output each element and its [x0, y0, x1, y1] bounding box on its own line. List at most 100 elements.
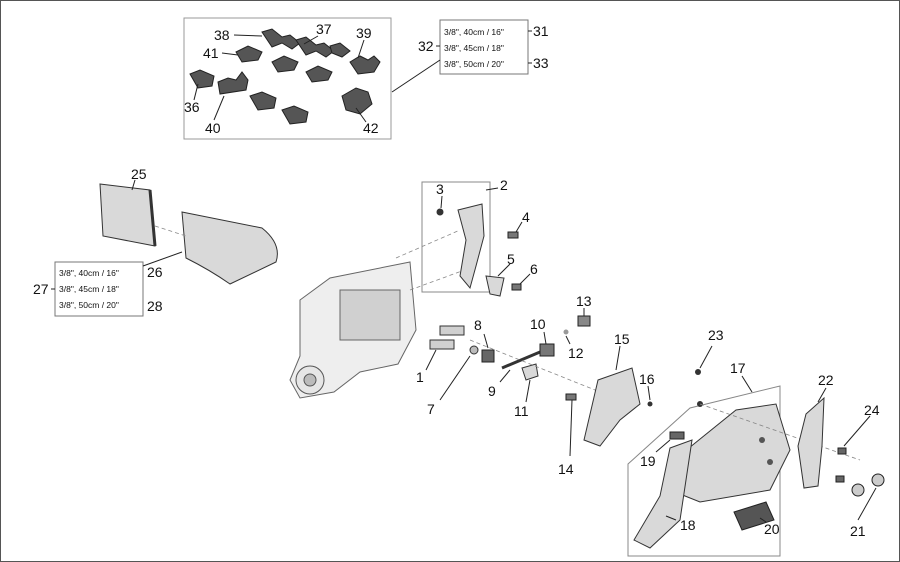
leader-5 — [497, 263, 511, 277]
label-18: 18 — [680, 517, 696, 533]
chain-link-41b — [271, 55, 299, 73]
label-16: 16 — [639, 371, 655, 387]
guide-plate-15 — [583, 367, 641, 447]
nut-21b — [871, 473, 885, 487]
label-37: 37 — [316, 21, 332, 37]
label-20: 20 — [764, 521, 780, 537]
label-2: 2 — [500, 177, 508, 193]
label-15: 15 — [614, 331, 630, 347]
label-14: 14 — [558, 461, 574, 477]
leader-40 — [213, 95, 225, 121]
leader-37 — [303, 35, 319, 45]
label-3: 3 — [436, 181, 444, 197]
leader-42 — [355, 107, 367, 123]
label-9: 9 — [488, 383, 496, 399]
bar-cover-edge — [148, 189, 157, 247]
leader-10 — [543, 331, 547, 345]
leader-6 — [519, 273, 531, 285]
bar-spec-frame — [54, 261, 144, 317]
tensioner-group: 3 2 4 5 6 1 7 8 9 10 11 12 — [416, 177, 601, 477]
leader-23 — [699, 345, 713, 369]
body-hub — [303, 373, 317, 387]
label-7: 7 — [427, 401, 435, 417]
label-17: 17 — [730, 360, 746, 376]
chain-link-37c — [329, 42, 351, 58]
dash-body-2 — [409, 267, 471, 291]
chain-row-upper — [235, 28, 381, 83]
sprocket-cover-group: 17 18 19 20 23 — [627, 327, 861, 557]
chainsaw-body — [289, 229, 471, 399]
chain-link-lower-c — [281, 105, 309, 125]
dash-cover — [699, 403, 861, 461]
chain-link-41c — [305, 65, 333, 83]
bar-spec-1: 3/8", 40cm / 16" — [59, 268, 119, 278]
guide-bar — [181, 211, 278, 285]
stud-24a — [837, 447, 847, 455]
leader-39 — [357, 39, 365, 59]
leader-chain-box — [391, 59, 441, 93]
label-5: 5 — [507, 251, 515, 267]
chain-link-36 — [189, 69, 215, 89]
leader-25 — [131, 179, 136, 191]
cover-hole-a — [759, 437, 765, 443]
chain-link-39 — [349, 55, 381, 75]
leader-12 — [565, 335, 571, 345]
leader-8 — [483, 333, 489, 349]
chain-links-group: 38 37 39 41 36 40 42 — [183, 17, 392, 140]
dash-center — [469, 339, 601, 393]
label-39: 39 — [356, 25, 372, 41]
chain-link-lower-b — [249, 91, 277, 111]
screw-16 — [647, 401, 653, 407]
screw-6 — [511, 283, 522, 291]
leader-9 — [499, 369, 511, 383]
label-24: 24 — [864, 402, 880, 418]
leader-18 — [665, 515, 677, 521]
bar-spec-3: 3/8", 50cm / 20" — [59, 300, 119, 310]
label-32: 32 — [418, 38, 434, 54]
chain-spec-box: 3/8", 40cm / 16" 3/8", 45cm / 18" 3/8", … — [391, 19, 549, 93]
leader-24 — [843, 415, 871, 447]
screw-4 — [507, 231, 519, 239]
side-plate-group: 22 24 21 — [797, 372, 885, 539]
stud-1a — [439, 325, 465, 336]
block-10 — [539, 343, 555, 357]
chain-spec-frame — [439, 19, 529, 75]
label-38: 38 — [214, 27, 230, 43]
part-13 — [577, 315, 591, 327]
stud-1b — [429, 339, 455, 350]
label-4: 4 — [522, 209, 530, 225]
dash-body-1 — [395, 229, 461, 259]
label-28: 28 — [147, 298, 163, 314]
side-plate-22 — [797, 396, 825, 489]
chain-spec-2: 3/8", 45cm / 18" — [444, 43, 504, 53]
stud-24b — [835, 475, 845, 483]
label-11: 11 — [514, 403, 529, 419]
leader-2 — [485, 187, 499, 191]
label-8: 8 — [474, 317, 482, 333]
label-6: 6 — [530, 261, 538, 277]
leader-21 — [857, 487, 877, 521]
washer-7 — [469, 345, 479, 355]
chain-link-41 — [235, 45, 263, 63]
sprocket-cover-17 — [679, 403, 791, 503]
decal-20 — [733, 501, 775, 531]
part-12 — [563, 329, 569, 335]
label-1: 1 — [416, 369, 424, 385]
leader-19 — [655, 439, 671, 453]
leader-bar-box — [142, 251, 183, 267]
pin-11 — [521, 363, 539, 381]
chain-row-lower — [189, 69, 373, 125]
leader-16 — [647, 385, 651, 401]
leader-4 — [515, 221, 523, 233]
bracket-frame — [421, 181, 491, 293]
leader-41 — [221, 52, 239, 56]
nut-3 — [436, 208, 444, 216]
chain-link-40 — [217, 71, 249, 95]
label-41: 41 — [203, 45, 219, 61]
leader-17 — [741, 375, 753, 393]
label-36: 36 — [184, 99, 200, 115]
label-33: 33 — [533, 55, 549, 71]
guide-bar-group: 25 3/8", 40cm / 16" 3/8", 45cm / 18" 3/8… — [33, 166, 278, 317]
leader-22 — [817, 387, 827, 403]
